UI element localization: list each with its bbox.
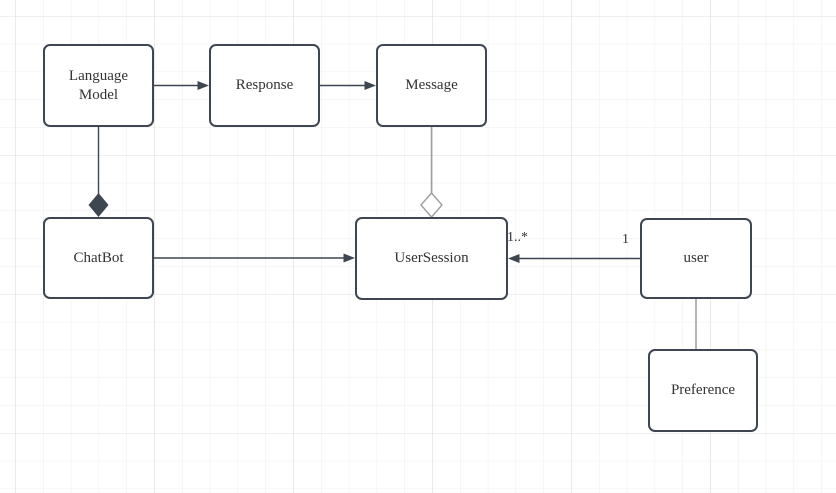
edge-languagemodel-response[interactable] (154, 81, 209, 90)
arrow-head-icon (197, 81, 209, 90)
node-chatbot[interactable]: ChatBot (43, 217, 154, 299)
node-label: user (683, 250, 709, 267)
edge-languagemodel-chatbot[interactable] (88, 127, 109, 217)
arrow-head-icon (508, 254, 520, 263)
node-usersession[interactable]: UserSession (355, 217, 508, 300)
node-message[interactable]: Message (376, 44, 487, 127)
node-label: Message (405, 77, 458, 94)
edge-chatbot-usersession[interactable] (154, 253, 355, 263)
composition-diamond-icon (88, 193, 109, 217)
node-user[interactable]: user (640, 218, 752, 299)
node-label: Response (235, 77, 294, 94)
multiplicity-label-source: 1 (622, 232, 629, 247)
node-label: UserSession (394, 250, 469, 267)
node-label: Preference (670, 382, 736, 399)
edge-response-message[interactable] (320, 81, 376, 90)
edge-user-usersession[interactable] (508, 254, 640, 263)
node-label: ChatBot (73, 249, 124, 266)
node-language-model[interactable]: Language Model (43, 44, 154, 127)
arrow-head-icon (364, 81, 376, 90)
node-response[interactable]: Response (209, 44, 320, 127)
edge-message-usersession[interactable] (420, 127, 443, 219)
arrow-head-icon (343, 253, 355, 263)
node-preference[interactable]: Preference (648, 349, 758, 432)
node-label: Language Model (68, 67, 129, 103)
multiplicity-label-target: 1..* (507, 230, 528, 245)
